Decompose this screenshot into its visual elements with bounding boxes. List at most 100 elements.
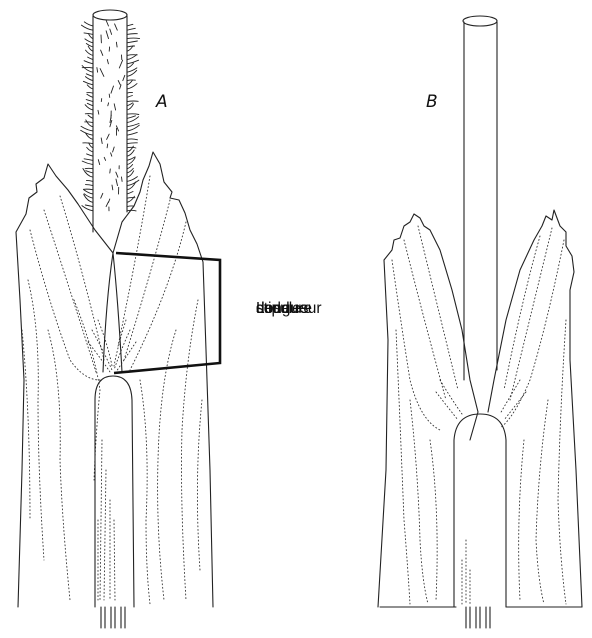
vascular-bundles-a xyxy=(101,607,125,628)
stem-hair xyxy=(98,110,99,114)
hairy-stem-a xyxy=(81,10,140,232)
stem-hair xyxy=(86,185,94,186)
stem-hair xyxy=(127,210,136,211)
stem-hair xyxy=(127,96,132,98)
stem-hair xyxy=(106,202,108,207)
stem-hair xyxy=(122,177,123,181)
annotation-line: stipules xyxy=(256,296,309,321)
stem-hair xyxy=(87,147,93,152)
stem-hair xyxy=(86,100,93,102)
stem-hair xyxy=(86,180,93,181)
stem-hair xyxy=(83,81,93,85)
stem-hair xyxy=(85,205,93,207)
panel-label-a: A xyxy=(156,92,168,112)
stem-hair xyxy=(127,177,137,182)
stem-hair xyxy=(127,132,137,135)
panel-a-drawing xyxy=(16,10,213,628)
stem-hair xyxy=(116,172,118,177)
stem-hair xyxy=(101,50,103,55)
stem-hair xyxy=(111,153,112,156)
stem-hair xyxy=(85,77,93,81)
stem-hair xyxy=(107,60,108,64)
stem-hair xyxy=(84,195,93,203)
stem-hair xyxy=(127,101,138,102)
stem-hair xyxy=(86,171,93,173)
stem-hair xyxy=(82,161,93,165)
stem-hair xyxy=(127,192,133,195)
stem-hair xyxy=(116,179,118,186)
stipule-left-b xyxy=(378,214,478,607)
stem-hair xyxy=(85,114,93,115)
panel-label-b: B xyxy=(426,92,438,112)
stem-hair xyxy=(127,116,136,119)
stem-hair xyxy=(127,60,139,64)
stem-hair xyxy=(87,154,93,156)
stem-hair xyxy=(86,74,93,77)
vascular-bundles-b xyxy=(466,607,490,628)
stem-hair xyxy=(127,38,140,39)
stem-hair xyxy=(111,86,114,93)
fusion-length-bracket xyxy=(114,253,220,373)
stem-hair xyxy=(101,193,103,198)
stem-hair xyxy=(88,115,93,118)
stem-hair xyxy=(83,143,93,144)
stem-hair xyxy=(127,24,133,26)
glabrous-stem-b xyxy=(463,16,497,380)
stem-hair xyxy=(127,28,135,30)
stem-hair xyxy=(127,70,137,76)
stem-hair xyxy=(100,69,104,77)
stem-hair xyxy=(109,94,110,97)
petiole-stippling-a xyxy=(98,440,115,600)
stem-hair xyxy=(104,157,105,160)
stipule-margin-right-a xyxy=(113,253,122,372)
stem-hair xyxy=(106,31,108,39)
stem-hair xyxy=(123,75,125,80)
stipule-venation-a xyxy=(22,176,202,604)
stem-hair xyxy=(127,103,133,106)
stem-hair xyxy=(127,80,135,81)
stem-hair xyxy=(98,160,99,165)
stem-hair xyxy=(127,80,132,85)
stem-hair xyxy=(88,57,93,60)
stem-hair xyxy=(119,60,122,68)
stem-hair xyxy=(127,139,138,140)
stem-hair xyxy=(82,66,93,73)
stem-hair xyxy=(113,147,115,152)
stem-hair xyxy=(86,44,93,48)
stem-hair xyxy=(120,85,121,89)
stem-hair xyxy=(127,150,134,156)
petiole-stippling-b xyxy=(462,540,470,604)
stem-hair xyxy=(85,39,93,43)
stem-hair xyxy=(87,103,93,106)
stem-hair xyxy=(85,122,93,123)
stem-hair xyxy=(85,168,93,169)
stem-hair xyxy=(84,190,93,194)
stem-hair xyxy=(83,189,93,190)
stem-hair xyxy=(107,144,108,148)
stipule-margin-left-a xyxy=(103,253,113,372)
panel-b-drawing xyxy=(378,16,582,628)
stem-hair xyxy=(97,68,98,73)
stem-hair xyxy=(127,196,135,202)
stem-hair xyxy=(127,41,137,43)
stem-hair xyxy=(127,165,133,169)
stem-hair xyxy=(81,126,93,131)
petiole-a xyxy=(95,376,134,607)
stem-hair xyxy=(127,114,139,115)
stem-hair xyxy=(84,22,93,26)
stem-hair xyxy=(127,34,137,35)
stem-hair xyxy=(87,85,93,89)
stem-hair xyxy=(108,103,109,106)
stem-hair xyxy=(84,159,93,161)
stem-hair xyxy=(101,138,102,144)
stipule-right-b xyxy=(488,210,582,607)
stem-hair xyxy=(84,61,93,64)
stem-hair xyxy=(127,206,134,207)
stipule-venation-b xyxy=(392,226,566,604)
stem-hair xyxy=(86,120,93,127)
stem-hair xyxy=(87,94,93,97)
stem-hair xyxy=(127,147,136,148)
stem-hair xyxy=(127,46,135,47)
stem-hair xyxy=(118,81,120,85)
